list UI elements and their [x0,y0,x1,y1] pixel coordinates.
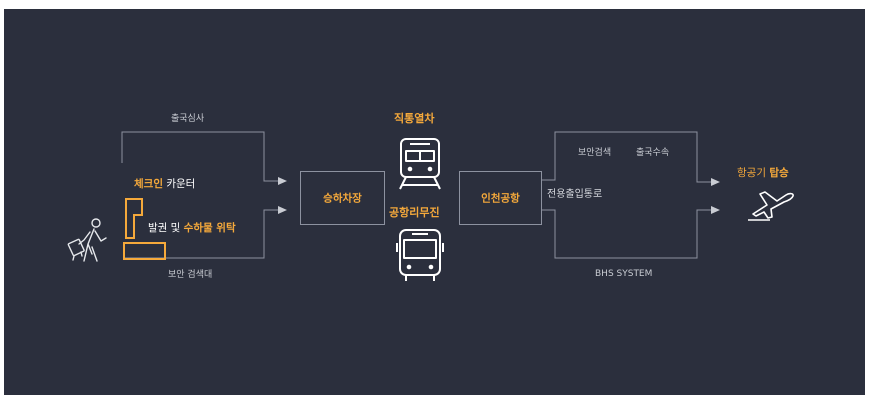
limousine-label: 공항리무진 [389,206,440,219]
departure-exam-label: 출국심사 [171,114,205,124]
boarding-label: 항공기 탑승 [737,168,789,179]
security-search-label: 보안검색 [578,148,612,158]
airport-label: 인천공항 [481,192,520,205]
terminal-label: 승하차장 [323,192,362,205]
train-label: 직통열차 [394,112,435,125]
ticketing-label: 발권 및 수하물 위탁 [148,223,236,234]
arrow-icon [278,206,287,214]
arrow-icon [711,206,720,214]
diagram-panel [4,9,865,395]
dedicated-passage-label: 전용출입통로 [547,189,603,200]
ticketing-label-prefix: 발권 및 [148,222,184,234]
boarding-label-suffix: 탑승 [769,167,789,179]
arrow-icon [711,178,720,186]
boarding-label-prefix: 항공기 [737,167,770,179]
security-check-label: 보안 검색대 [168,270,213,280]
ticketing-label-suffix: 수하물 위탁 [183,222,236,234]
departure-proc-label: 출국수속 [636,148,670,158]
airport-box: 인천공항 [459,171,542,225]
terminal-box: 승하차장 [300,171,385,225]
arrow-icon [278,177,287,185]
checkin-label-prefix: 체크인 [134,178,163,190]
bhs-label: BHS SYSTEM [595,269,653,279]
checkin-label-suffix: 카운터 [162,178,196,190]
checkin-counter-label: 체크인 카운터 [134,179,195,190]
